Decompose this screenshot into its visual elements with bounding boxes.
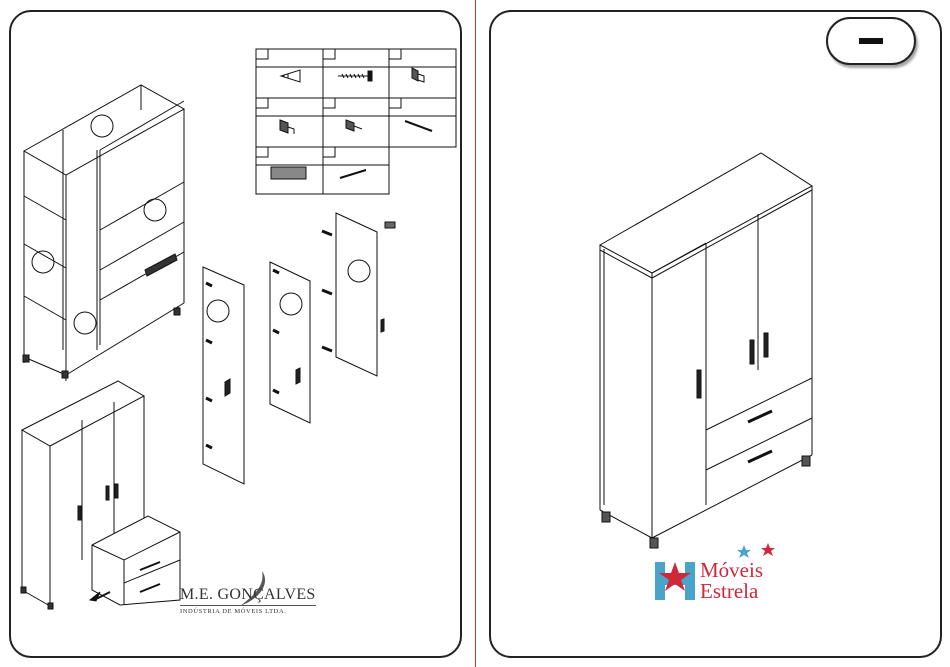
wardrobe-drawer-insertion (21, 381, 180, 609)
dash-mark (859, 38, 883, 44)
logo-line-1: Móveis (700, 560, 763, 581)
hinge-plate-icon (280, 120, 294, 134)
hardware-parts-table (256, 49, 456, 194)
page-number-badge (826, 17, 916, 65)
manufacturer-tagline: INDÚSTRIA DE MÓVEIS LTDA. (180, 608, 320, 615)
rail-icon (340, 170, 366, 178)
handle-pad-icon (271, 167, 306, 179)
store-logo-text: Móveis Estrela (700, 560, 763, 602)
bracket-icon (346, 120, 362, 131)
manufacturer-brand: M.E. GONÇALVES INDÚSTRIA DE MÓVEIS LTDA. (180, 586, 320, 615)
door-panel-left (203, 267, 244, 484)
wardrobe-front-illustration (600, 153, 812, 548)
rod-icon (405, 121, 432, 131)
dowel-anchor-icon (281, 70, 300, 82)
door-panel-right (322, 213, 395, 376)
hinge-icon (412, 68, 424, 82)
cabinet-frame-exploded (23, 85, 184, 381)
logo-line-2: Estrela (700, 581, 763, 602)
screw-icon (338, 71, 372, 81)
door-panel-middle (270, 262, 310, 423)
manufacturer-name: M.E. GONÇALVES (180, 586, 316, 606)
